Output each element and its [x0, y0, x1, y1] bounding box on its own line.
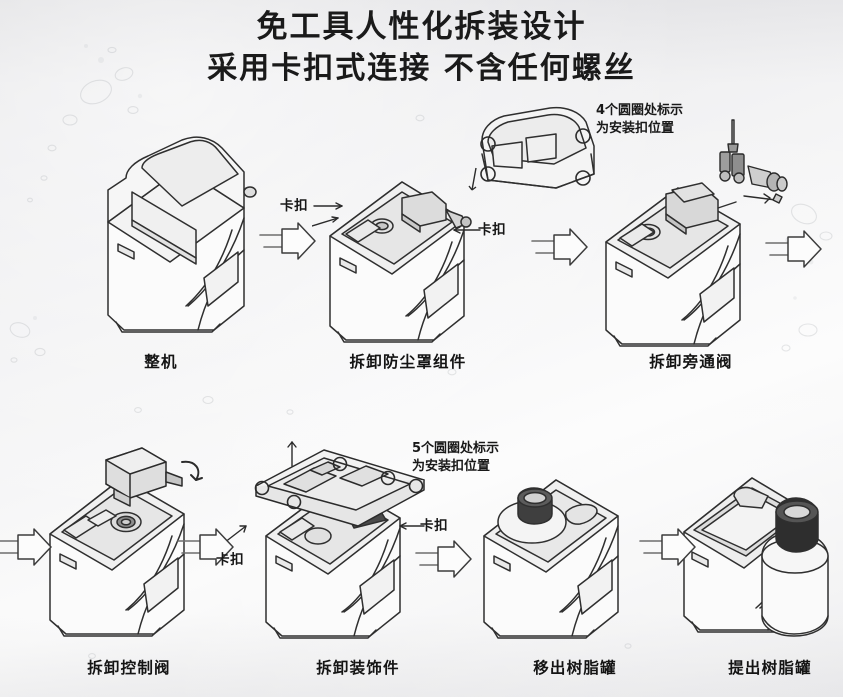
lifted-control-valve [100, 440, 210, 518]
callout-arrow-right-top [453, 226, 481, 234]
callout-clip-right-top: 卡扣 [478, 222, 507, 238]
flow-arrow-7 [639, 528, 696, 566]
diagram-step-1-whole-unit [86, 130, 276, 345]
caption-step-2: 拆卸防尘罩组件 [349, 353, 467, 371]
caption-step-5: 拆卸装饰件 [316, 659, 400, 677]
exploded-dust-cover-assembly [468, 106, 600, 196]
headline-block: 免工具人性化拆装设计 采用卡扣式连接 不含任何螺丝 [0, 6, 843, 90]
callout-clip-right-bottom: 卡扣 [420, 518, 449, 534]
caption-step-3: 拆卸旁通阀 [649, 353, 733, 371]
caption-step-7: 提出树脂罐 [728, 659, 812, 677]
diagram-step-2-remove-dust-cover [316, 150, 516, 350]
note-four-circles-line-1: 4个圆圈处标示 [596, 103, 684, 118]
note-five-circles-line-2: 为安装扣位置 [412, 459, 491, 474]
flow-arrow-3 [765, 230, 822, 268]
diagram-step-3-remove-bypass-valve [596, 160, 786, 360]
flow-arrow-5 [177, 528, 234, 566]
exploded-bypass-valve-parts [714, 118, 806, 218]
caption-step-1: 整机 [144, 353, 178, 371]
note-five-circles: 5个圆圈处标示 为安装扣位置 [412, 440, 499, 476]
headline-line-2: 采用卡扣式连接 不含任何螺丝 [207, 51, 636, 86]
flow-arrow-4 [0, 528, 52, 566]
diagram-step-6-resin-tank-exposed [470, 470, 660, 650]
callout-arrow-right-bottom [399, 522, 425, 530]
callout-arrow-left-top [312, 202, 343, 227]
diagram-step-7-resin-tank-lifted-out [676, 462, 843, 652]
note-five-circles-line-1: 5个圆圈处标示 [412, 441, 500, 456]
note-four-circles-line-2: 为安装扣位置 [596, 121, 675, 136]
diagram-step-4-remove-control-valve [36, 448, 226, 648]
callout-clip-left-bottom: 卡扣 [216, 552, 245, 568]
flow-arrow-6 [415, 540, 472, 578]
caption-step-4: 拆卸控制阀 [87, 659, 171, 677]
note-four-circles: 4个圆圈处标示 为安装扣位置 [596, 102, 683, 138]
caption-step-6: 移出树脂罐 [533, 659, 617, 677]
callout-clip-left-top: 卡扣 [280, 198, 309, 214]
headline-line-1: 免工具人性化拆装设计 [256, 9, 587, 45]
flow-arrow-1 [259, 222, 316, 260]
lifted-trim-panel [248, 440, 438, 527]
flow-arrow-2 [531, 228, 588, 266]
